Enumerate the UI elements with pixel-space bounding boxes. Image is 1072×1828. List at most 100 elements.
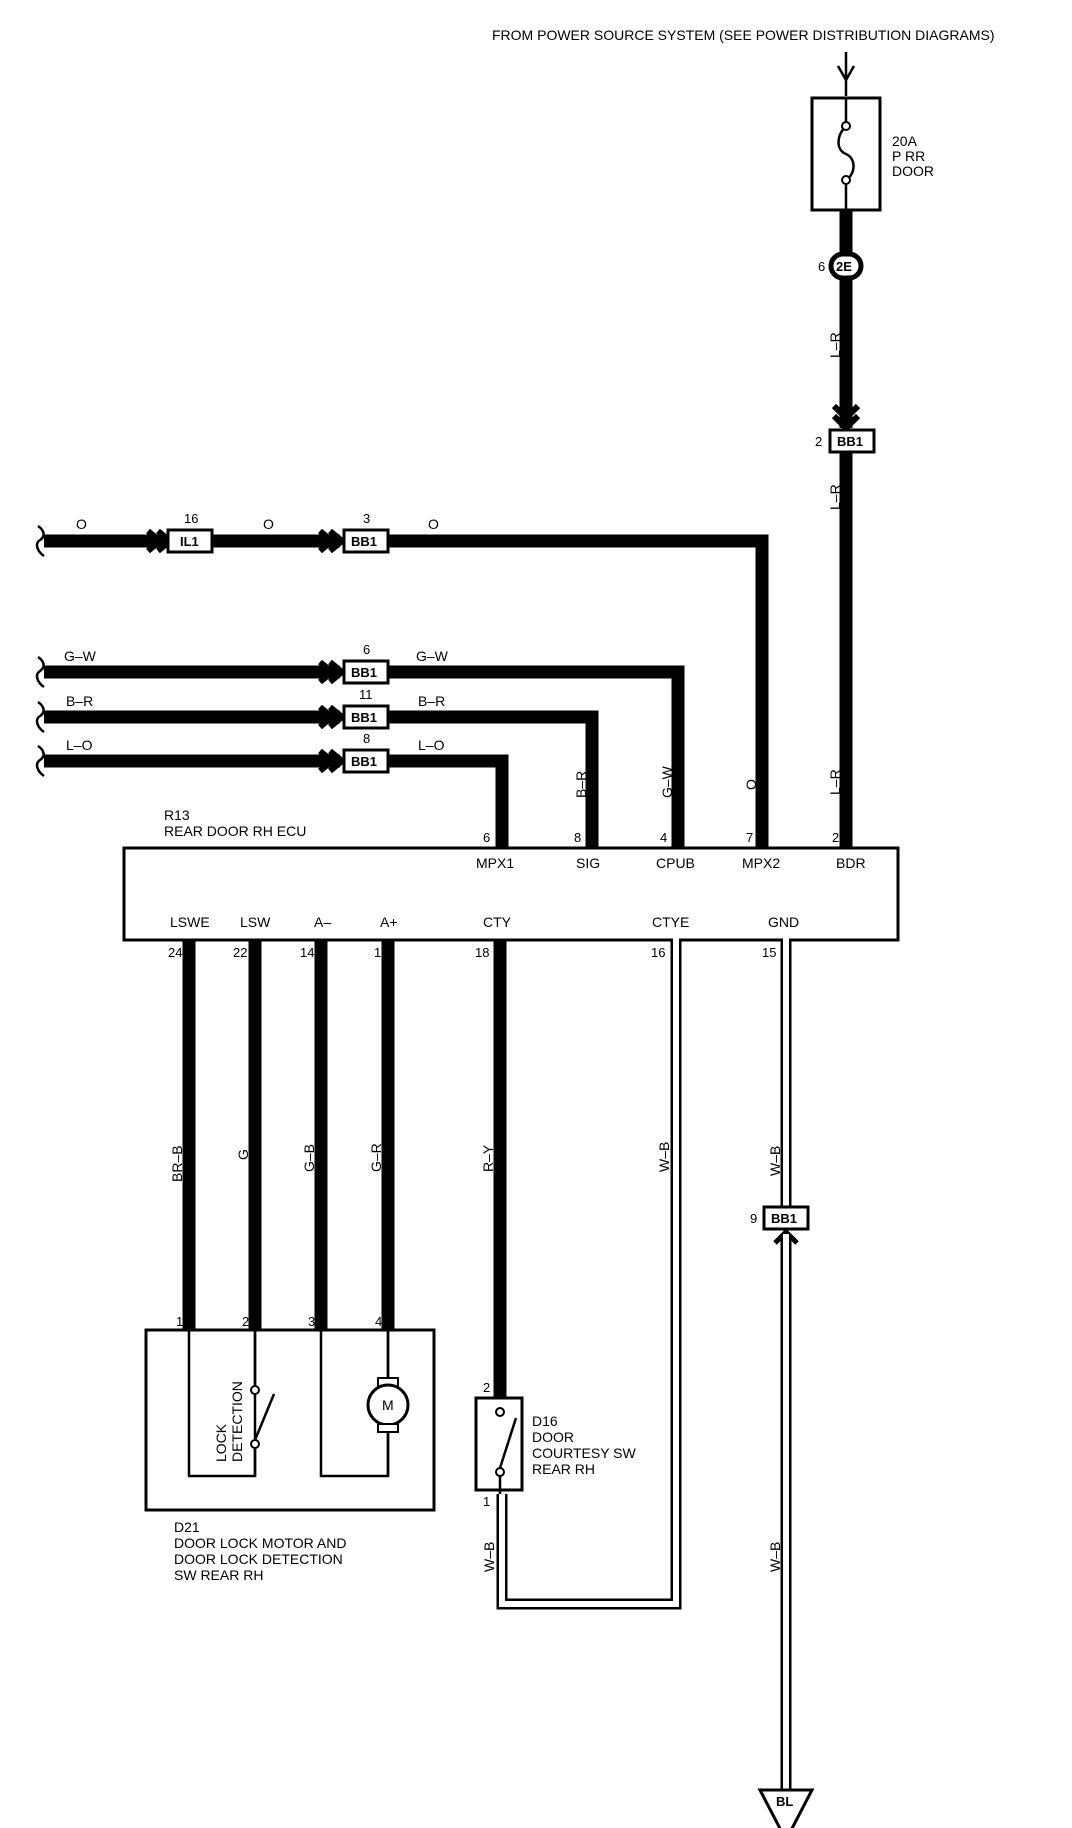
ecu-pin-num-mpx2: 7 xyxy=(746,830,753,845)
d21-pin-3: 3 xyxy=(308,1314,315,1329)
wire-label-b-r-2: B–R xyxy=(418,693,445,709)
ecu-box xyxy=(122,846,900,942)
connector-bb1-3-id: BB1 xyxy=(351,534,377,549)
ecu-pin-num-sig: 8 xyxy=(574,830,581,845)
d21-pin-1: 1 xyxy=(176,1314,183,1329)
d16-code: D16 xyxy=(532,1413,558,1429)
connector-bb1-11-pin: 11 xyxy=(359,687,373,702)
connector-bb1-6-id: BB1 xyxy=(351,665,377,680)
fuse-label-door: DOOR xyxy=(892,163,934,179)
wire-label-l-r-upper: L–R xyxy=(827,332,843,358)
connector-bb1-2-id: BB1 xyxy=(837,434,863,449)
ecu-pin-name-a-minus: A– xyxy=(314,914,331,930)
ecu-pin-num-lsw: 22 xyxy=(233,945,247,960)
wire-label-l-o-2: L–O xyxy=(418,737,445,753)
fuse-label-name: P RR xyxy=(892,148,925,164)
wire-label-w-b-gnd-2: W–B xyxy=(767,1542,783,1572)
ground-bl: BL xyxy=(757,1788,815,1828)
connector-il1-16-pin: 16 xyxy=(184,511,198,526)
wire-label-o-4: O xyxy=(743,779,759,790)
power-source-label: FROM POWER SOURCE SYSTEM (SEE POWER DIST… xyxy=(492,27,994,43)
wire-label-l-r-mid: L–R xyxy=(827,484,843,510)
connector-il1-16: IL1 xyxy=(166,528,214,554)
connector-bb1-9-pin: 9 xyxy=(750,1211,757,1226)
motor-label: M xyxy=(382,1397,394,1413)
ecu-pin-name-sig: SIG xyxy=(576,855,600,871)
ecu-pin-num-lswe: 24 xyxy=(168,945,182,960)
joint-2e-id: 2E xyxy=(836,259,852,274)
wire-label-w-b-ctye: W–B xyxy=(656,1142,672,1172)
ecu-pin-name-gnd: GND xyxy=(768,914,799,930)
fuse-label-amp: 20A xyxy=(892,133,918,149)
wire-label-l-o-1: L–O xyxy=(66,737,93,753)
ecu-pin-num-gnd: 15 xyxy=(762,945,776,960)
ecu-pin-name-mpx1: MPX1 xyxy=(476,855,514,871)
ecu-pin-name-bdr: BDR xyxy=(836,855,866,871)
connector-bb1-3: BB1 xyxy=(342,528,390,554)
ecu-code: R13 xyxy=(164,807,190,823)
door-courtesy-switch xyxy=(495,1407,518,1494)
connector-bb1-8-id: BB1 xyxy=(351,754,377,769)
connector-bb1-8: BB1 xyxy=(342,748,390,774)
connector-bb1-6-pin: 6 xyxy=(363,642,370,657)
wire-label-g-w-1: G–W xyxy=(64,648,97,664)
wire-label-g-w-3: G–W xyxy=(659,765,675,798)
d21-name-line1: DOOR LOCK MOTOR AND xyxy=(174,1535,346,1551)
joint-2e-pin: 6 xyxy=(818,259,825,274)
d21-name-line2: DOOR LOCK DETECTION xyxy=(174,1551,343,1567)
connector-bb1-3-pin: 3 xyxy=(363,511,370,526)
lock-detection-label-1: LOCK xyxy=(213,1423,229,1462)
ground-bl-id: BL xyxy=(776,1794,793,1809)
ecu-pin-num-bdr: 2 xyxy=(832,830,839,845)
ecu-pin-num-cpub: 4 xyxy=(660,830,667,845)
wire-label-g-b: G–B xyxy=(301,1144,317,1172)
d21-pin-2: 2 xyxy=(242,1314,249,1329)
ecu-name: REAR DOOR RH ECU xyxy=(164,823,306,839)
fuse-20a xyxy=(810,96,882,212)
wire-label-w-b-gnd-1: W–B xyxy=(767,1146,783,1176)
lock-detection-label-2: DETECTION xyxy=(229,1381,245,1462)
connector-bb1-2: BB1 xyxy=(828,428,876,454)
d16-name-line2: COURTESY SW xyxy=(532,1445,637,1461)
wire-label-g: G xyxy=(235,1149,251,1160)
d21-name-line3: SW REAR RH xyxy=(174,1567,263,1583)
d16-name-line3: REAR RH xyxy=(532,1461,595,1477)
wire-label-b-r-3: B–R xyxy=(573,771,589,798)
ecu-pin-name-lswe: LSWE xyxy=(170,914,210,930)
lock-detection-switch xyxy=(250,1330,276,1476)
d16-name-line1: DOOR xyxy=(532,1429,574,1445)
ecu-pin-name-a-plus: A+ xyxy=(380,914,398,930)
connector-il1-16-id: IL1 xyxy=(180,534,199,549)
wire-label-b-r-1: B–R xyxy=(66,693,93,709)
wire-label-r-y: R–Y xyxy=(480,1144,496,1172)
d16-pin-bottom: 1 xyxy=(483,1494,490,1509)
ecu-pin-name-cty: CTY xyxy=(483,914,512,930)
connector-bb1-9: BB1 xyxy=(762,1205,810,1231)
connector-bb1-11-id: BB1 xyxy=(351,710,377,725)
connector-bb1-2-pin: 2 xyxy=(815,434,822,449)
wire-label-g-r: G–R xyxy=(368,1143,384,1172)
connector-bb1-9-id: BB1 xyxy=(771,1211,797,1226)
wire-label-o-1: O xyxy=(76,516,87,532)
wire-label-br-b: BR–B xyxy=(169,1145,185,1182)
motor-icon: M xyxy=(366,1330,410,1476)
wire-label-g-w-2: G–W xyxy=(416,648,449,664)
connector-bb1-11: BB1 xyxy=(342,704,390,730)
connector-bb1-6: BB1 xyxy=(342,659,390,685)
ecu-pin-num-ctye: 16 xyxy=(651,945,665,960)
ecu-pin-name-cpub: CPUB xyxy=(656,855,695,871)
d21-code: D21 xyxy=(174,1519,200,1535)
wire-label-l-r-lower: L–R xyxy=(827,769,843,795)
ecu-pin-name-ctye: CTYE xyxy=(652,914,689,930)
ecu-pin-num-a-plus: 1 xyxy=(374,945,381,960)
connector-bb1-8-pin: 8 xyxy=(363,731,370,746)
wire-label-o-3: O xyxy=(428,516,439,532)
ecu-pin-num-mpx1: 6 xyxy=(483,830,490,845)
wire-label-w-b-d16: W–B xyxy=(481,1542,497,1572)
ecu-pin-name-lsw: LSW xyxy=(240,914,271,930)
ecu-pin-num-a-minus: 14 xyxy=(300,945,314,960)
ecu-pin-num-cty: 18 xyxy=(475,945,489,960)
d21-pin-4: 4 xyxy=(375,1314,382,1329)
ecu-pin-name-mpx2: MPX2 xyxy=(742,855,780,871)
